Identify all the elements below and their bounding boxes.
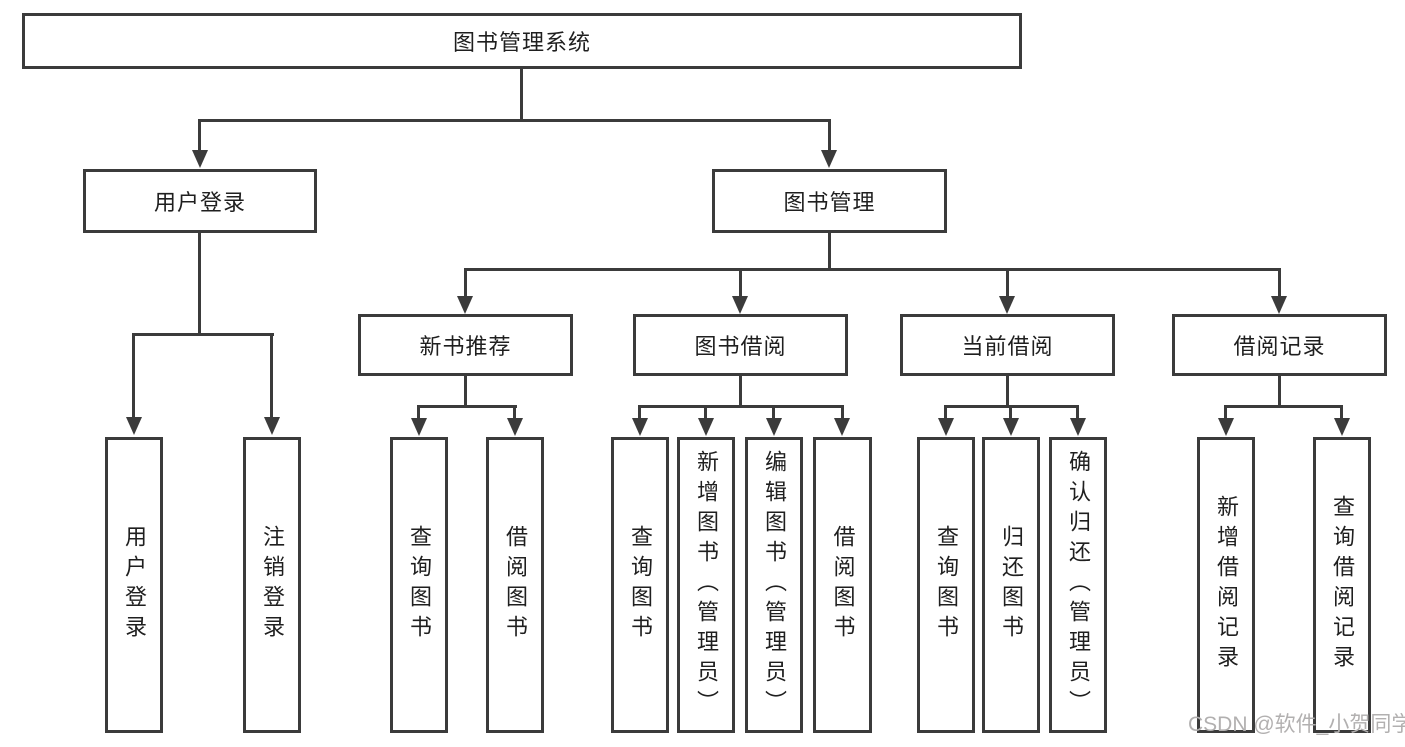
- node-user-login: 用户登录: [83, 169, 317, 233]
- connector-recommend-bar: [417, 405, 517, 408]
- leaf-confirm-return-admin: 确认归还（管理员）: [1049, 437, 1107, 733]
- connector-to-return-book: [1009, 405, 1012, 419]
- connector-root-stem: [520, 69, 523, 122]
- node-book-management: 图书管理: [712, 169, 947, 233]
- node-new-book-recommend: 新书推荐: [358, 314, 573, 376]
- connector-user-login-stem: [198, 233, 201, 336]
- arrowhead-query-books-current-icon: [938, 418, 954, 436]
- arrowhead-query-borrow-record-icon: [1334, 418, 1350, 436]
- connector-to-query-books-current: [944, 405, 947, 419]
- connector-to-current-borrowing: [1006, 268, 1009, 298]
- connector-borrowing-stem: [739, 376, 742, 408]
- connector-to-user-login: [198, 119, 201, 152]
- leaf-user-login: 用户登录: [105, 437, 163, 733]
- node-book-borrowing: 图书借阅: [633, 314, 848, 376]
- leaf-add-book-admin: 新增图书（管理员）: [677, 437, 735, 733]
- leaf-edit-book-admin: 编辑图书（管理员）: [745, 437, 803, 733]
- node-current-borrowing: 当前借阅: [900, 314, 1115, 376]
- arrowhead-leaf-logout-icon: [264, 417, 280, 435]
- arrowhead-query-books-borrow-icon: [632, 418, 648, 436]
- leaf-query-books-borrow: 查询图书: [611, 437, 669, 733]
- arrowhead-query-books-recommend-icon: [411, 418, 427, 436]
- connector-to-edit-book-admin: [772, 405, 775, 419]
- connector-to-borrow-books-recommend: [513, 405, 516, 419]
- leaf-add-borrow-record: 新增借阅记录: [1197, 437, 1255, 733]
- connector-records-stem: [1278, 376, 1281, 408]
- node-borrowing-records: 借阅记录: [1172, 314, 1387, 376]
- connector-records-bar: [1224, 405, 1343, 408]
- connector-to-query-books-borrow: [638, 405, 641, 419]
- arrowhead-user-login-icon: [192, 150, 208, 168]
- leaf-query-borrow-record: 查询借阅记录: [1313, 437, 1371, 733]
- connector-to-confirm-return-admin: [1076, 405, 1079, 419]
- leaf-return-book: 归还图书: [982, 437, 1040, 733]
- arrowhead-book-borrowing-icon: [732, 296, 748, 314]
- connector-to-book-borrowing: [739, 268, 742, 298]
- connector-to-query-books-recommend: [417, 405, 420, 419]
- connector-to-book-management: [828, 119, 831, 152]
- leaf-logout: 注销登录: [243, 437, 301, 733]
- connector-to-borrow-books-borrow: [841, 405, 844, 419]
- connector-book-management-bar: [464, 268, 1281, 271]
- leaf-borrow-books-borrow: 借阅图书: [813, 437, 872, 733]
- arrowhead-add-borrow-record-icon: [1218, 418, 1234, 436]
- connector-to-query-borrow-record: [1340, 405, 1343, 419]
- leaf-query-books-current: 查询图书: [917, 437, 975, 733]
- arrowhead-borrowing-records-icon: [1271, 296, 1287, 314]
- connector-user-login-bar: [132, 333, 274, 336]
- node-library-system: 图书管理系统: [22, 13, 1022, 69]
- connector-to-leaf-logout: [270, 333, 273, 418]
- arrowhead-confirm-return-admin-icon: [1070, 418, 1086, 436]
- connector-to-add-borrow-record: [1224, 405, 1227, 419]
- leaf-query-books-recommend: 查询图书: [390, 437, 448, 733]
- connector-to-add-book-admin: [704, 405, 707, 419]
- connector-book-management-stem: [828, 233, 831, 271]
- csdn-watermark: CSDN @软件_小贺同学: [1188, 713, 1405, 736]
- arrowhead-new-book-recommend-icon: [457, 296, 473, 314]
- connector-to-leaf-user-login: [132, 333, 135, 418]
- connector-to-borrowing-records: [1278, 268, 1281, 298]
- connector-to-new-book-recommend: [464, 268, 467, 298]
- arrowhead-borrow-books-borrow-icon: [834, 418, 850, 436]
- arrowhead-leaf-user-login-icon: [126, 417, 142, 435]
- arrowhead-return-book-icon: [1003, 418, 1019, 436]
- arrowhead-borrow-books-recommend-icon: [507, 418, 523, 436]
- connector-root-bar: [198, 119, 831, 122]
- arrowhead-edit-book-admin-icon: [766, 418, 782, 436]
- arrowhead-add-book-admin-icon: [698, 418, 714, 436]
- connector-recommend-stem: [464, 376, 467, 408]
- arrowhead-current-borrowing-icon: [999, 296, 1015, 314]
- leaf-borrow-books-recommend: 借阅图书: [486, 437, 544, 733]
- connector-current-stem: [1006, 376, 1009, 408]
- arrowhead-book-management-icon: [821, 150, 837, 168]
- connector-borrowing-bar: [638, 405, 844, 408]
